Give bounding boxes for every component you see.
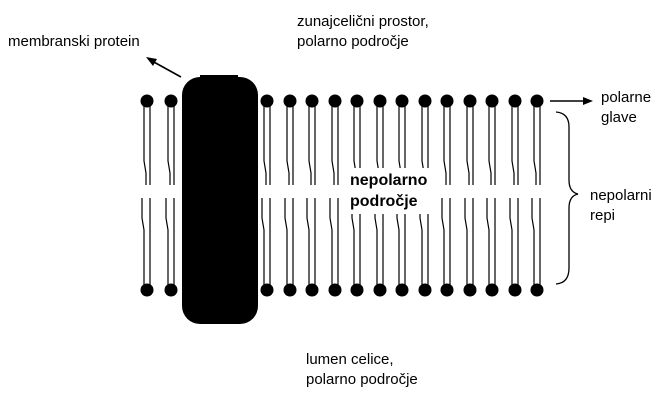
polar-head: [464, 95, 477, 108]
polar-head: [419, 95, 432, 108]
lipid-tail: [510, 198, 512, 286]
protein-pointer-arrow-line: [152, 61, 181, 77]
polar-head: [165, 284, 178, 297]
membrane-protein-group: [182, 75, 258, 324]
cell-lumen-label-line1: lumen celice,: [306, 350, 418, 370]
lipid-tail: [144, 105, 146, 185]
lipid-tail: [467, 105, 469, 185]
nonpolar-region-label-line1: nepolarno: [350, 170, 427, 191]
extracellular-space-label: zunajcelični prostor, polarno področje: [297, 12, 429, 52]
polar-head: [441, 284, 454, 297]
polar-head: [351, 95, 364, 108]
polar-head: [531, 95, 544, 108]
polar-head: [531, 284, 544, 297]
nonpolar-tails-label: nepolarni repi: [590, 186, 652, 226]
nonpolar-region-label-line2: področje: [350, 191, 427, 212]
lipid-tail: [264, 105, 266, 185]
lipid-tail: [534, 105, 536, 185]
lipid-tail: [512, 105, 514, 185]
polar-head: [441, 95, 454, 108]
polar-head: [396, 284, 409, 297]
polar-head: [419, 284, 432, 297]
polar-head: [374, 95, 387, 108]
polar-head: [329, 95, 342, 108]
lipid-tail: [442, 198, 444, 286]
lipid-tail: [168, 105, 170, 185]
polar-head: [141, 95, 154, 108]
nonpolar-tails-label-line2: repi: [590, 206, 652, 226]
membrane-protein: [182, 77, 258, 324]
polar-head: [284, 284, 297, 297]
polar-heads-arrowhead: [583, 97, 593, 105]
lipid-tail: [465, 198, 467, 286]
polar-head: [165, 95, 178, 108]
nonpolar-region-label: nepolarno področje: [348, 168, 429, 214]
polar-head: [141, 284, 154, 297]
membrane-protein-label: membranski protein: [8, 32, 140, 52]
polar-head: [486, 95, 499, 108]
polar-head: [509, 284, 522, 297]
polar-head: [329, 284, 342, 297]
lipid-tail: [166, 198, 168, 286]
lipid-tail: [142, 198, 144, 286]
polar-head: [261, 284, 274, 297]
polar-heads-label-line2: glave: [601, 108, 651, 128]
protein-pointer-arrowhead: [146, 57, 157, 66]
lipid-tail: [489, 105, 491, 185]
membrane-protein-cap: [200, 75, 238, 81]
nonpolar-tails-label-line1: nepolarni: [590, 186, 652, 206]
lipid-tail: [332, 105, 334, 185]
lipid-tail: [532, 198, 534, 286]
polar-head: [509, 95, 522, 108]
lipid-tail: [307, 198, 309, 286]
polar-head: [284, 95, 297, 108]
extracellular-space-label-line1: zunajcelični prostor,: [297, 12, 429, 32]
polar-head: [261, 95, 274, 108]
cell-lumen-label-line2: polarno področje: [306, 370, 418, 390]
lipid-tail: [330, 198, 332, 286]
lipid-tail: [285, 198, 287, 286]
polar-head: [351, 284, 364, 297]
polar-head: [306, 95, 319, 108]
polar-heads-label: polarne glave: [601, 88, 651, 128]
tails-brace: [556, 112, 578, 284]
lipid-tail: [262, 198, 264, 286]
polar-head: [464, 284, 477, 297]
extracellular-space-label-line2: polarno področje: [297, 32, 429, 52]
polar-head: [374, 284, 387, 297]
lipid-tail: [444, 105, 446, 185]
polar-head: [486, 284, 499, 297]
lipid-tail: [287, 105, 289, 185]
polar-head: [396, 95, 409, 108]
lipid-tail: [487, 198, 489, 286]
cell-lumen-label: lumen celice, polarno področje: [306, 350, 418, 390]
lipid-tail: [309, 105, 311, 185]
polar-heads-label-line1: polarne: [601, 88, 651, 108]
polar-head: [306, 284, 319, 297]
